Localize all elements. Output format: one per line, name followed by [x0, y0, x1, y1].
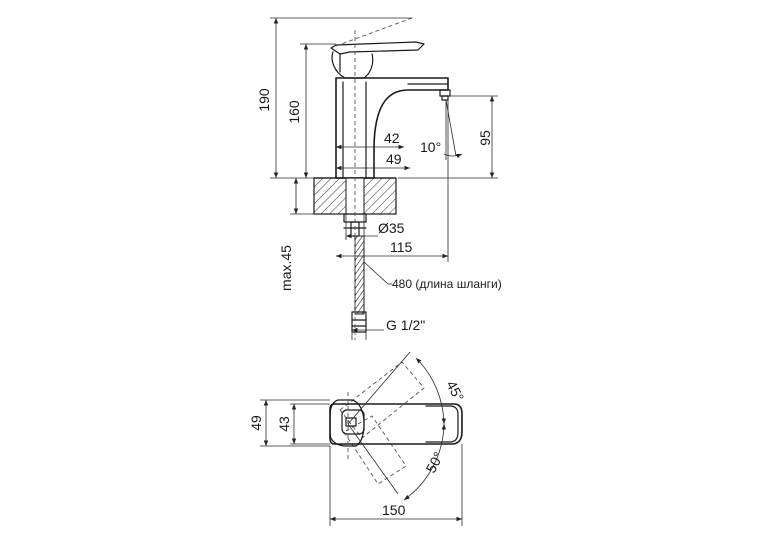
dim-160: 160 — [286, 43, 336, 178]
handle-lever — [330, 41, 425, 79]
dim-top-angles: 45° 50° — [347, 351, 467, 501]
dim-angle-10-label: 10° — [420, 139, 441, 155]
dim-thread: G 1/2" — [351, 317, 425, 340]
dim-deck-max: max.45 — [278, 178, 314, 291]
top-handle — [329, 399, 365, 447]
dim-top-43-label: 43 — [276, 416, 292, 432]
dim-160-label: 160 — [286, 100, 302, 124]
dim-49: 49 — [336, 151, 410, 171]
top-view: 49 43 45° 50° 150 — [248, 351, 467, 526]
dim-95-label: 95 — [477, 130, 493, 146]
dim-top-49-label: 49 — [248, 415, 264, 431]
handle-raised-ghost — [335, 17, 413, 47]
dim-42: 42 — [336, 130, 404, 150]
mounting-stud — [343, 213, 367, 237]
dim-bore-label: Ø35 — [378, 220, 405, 236]
hose-note-label: 480 (длина шланги) — [392, 277, 502, 291]
dim-top-150: 150 — [329, 444, 463, 526]
dim-42-label: 42 — [384, 130, 400, 146]
dim-49-label: 49 — [386, 151, 402, 167]
side-view: 190 160 95 10° 42 49 — [256, 17, 502, 340]
dim-deck-max-label: max.45 — [278, 245, 294, 291]
dim-115-label: 115 — [390, 239, 413, 255]
top-spout — [329, 403, 463, 445]
dim-top-45-label: 45° — [443, 378, 467, 404]
faucet-body — [335, 77, 451, 179]
dim-angle-10: 10° — [420, 99, 463, 160]
dim-top-150-label: 150 — [382, 502, 406, 518]
dim-bore: Ø35 — [345, 214, 405, 240]
dim-top-50-label: 50° — [423, 449, 447, 475]
dim-thread-label: G 1/2" — [386, 317, 425, 333]
dim-190-label: 190 — [256, 88, 272, 112]
dim-115: 115 — [336, 100, 449, 262]
dim-top-49: 49 — [248, 399, 330, 447]
flex-hose — [351, 235, 367, 333]
hose-note: 480 (длина шланги) — [363, 261, 502, 291]
handle-rotated-ghost — [339, 361, 425, 485]
dim-top-43: 43 — [276, 403, 330, 445]
dim-190: 190 — [256, 17, 412, 179]
